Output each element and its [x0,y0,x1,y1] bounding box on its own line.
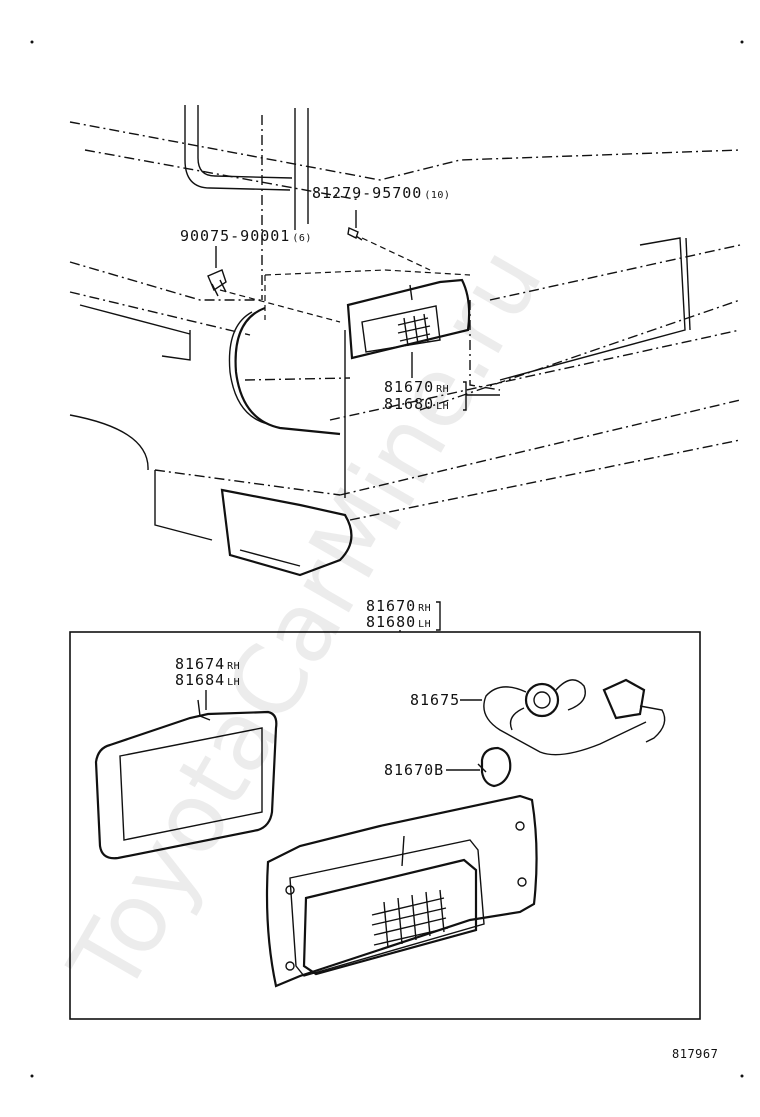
exploded-view-frame [69,631,701,1020]
socket-wire-icon [483,678,666,756]
bracket-upper [463,381,467,411]
bracket-box [436,601,441,631]
label-screw: 81279-95700(10) [312,184,450,202]
lamp-housing-icon [265,794,538,988]
corner-dot [740,1074,744,1078]
screw-icon [347,226,363,241]
corner-dot [30,1074,34,1078]
label-clip: 90075-90001(6) [180,227,312,245]
watermark: ToyotaCarMine.ru [47,229,564,1012]
corner-dot [30,40,34,44]
gasket-icon [94,699,278,860]
bulb-icon [477,746,512,788]
license-lamp-installed [346,278,471,360]
corner-dot [740,40,744,44]
clip-icon [207,269,227,297]
figure-number: 817967 [672,1047,718,1061]
label-socket: 81675 [410,691,460,709]
label-bulb: 81670B [384,761,444,779]
vehicle-rear-view [69,105,741,577]
